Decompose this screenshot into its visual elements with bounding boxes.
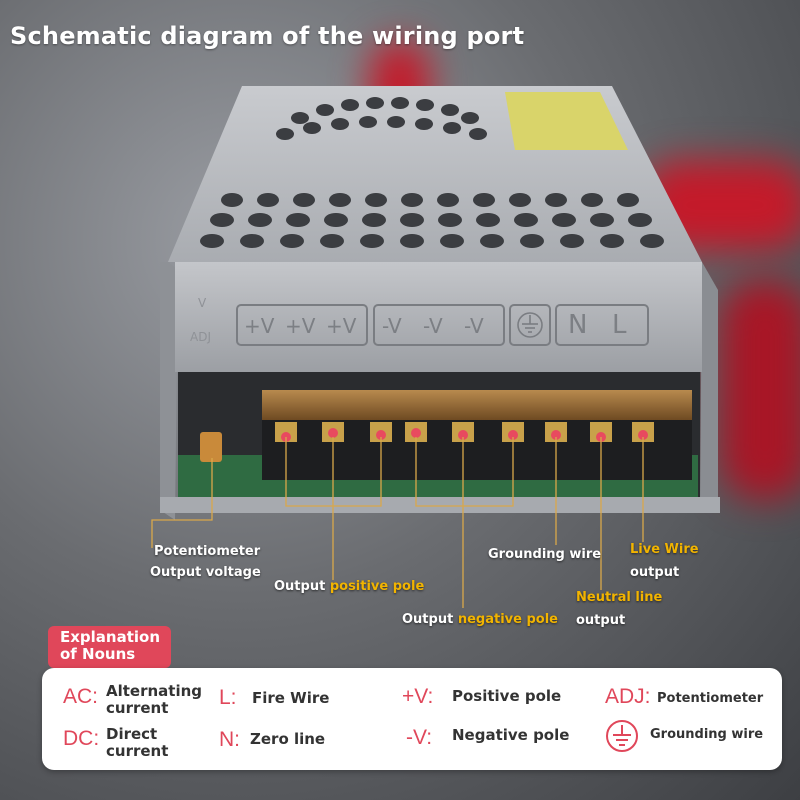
term-def-l: Fire Wire bbox=[252, 689, 330, 707]
callout-negative-pole: Output negative pole bbox=[402, 612, 558, 627]
def-line: current bbox=[106, 699, 169, 717]
term-def-ground: Grounding wire bbox=[650, 727, 764, 742]
callout-neutral-line: Neutral line bbox=[576, 590, 663, 605]
term-abbr-n: N: bbox=[219, 728, 240, 751]
term-abbr-positive: +V: bbox=[402, 685, 434, 708]
fan-grille bbox=[276, 97, 487, 140]
term-abbr-adj: ADJ: bbox=[605, 685, 651, 708]
term-def-ac: Alternating current bbox=[106, 683, 202, 717]
callout-positive-pole: Output positive pole bbox=[274, 579, 424, 594]
terminal-mark: -V bbox=[382, 314, 402, 338]
callout-live-output: output bbox=[630, 565, 680, 580]
terminal-mark-l: L bbox=[612, 310, 627, 340]
terminal-mark-n: N bbox=[568, 310, 588, 340]
callout-grounding-wire: Grounding wire bbox=[488, 547, 602, 562]
terminal-mark: +V bbox=[285, 314, 316, 338]
term-def-negative: Negative pole bbox=[452, 726, 570, 744]
term-def-positive: Positive pole bbox=[452, 687, 562, 705]
badge-line: Explanation bbox=[60, 628, 161, 646]
callout-live-wire: Live Wire bbox=[630, 542, 699, 557]
ground-marking-box bbox=[509, 304, 551, 346]
left-side bbox=[160, 262, 178, 520]
def-line: Alternating bbox=[106, 682, 203, 700]
page-title: Schematic diagram of the wiring port bbox=[10, 22, 525, 50]
term-abbr-l: L: bbox=[219, 686, 237, 709]
terminal-mark: +V bbox=[244, 314, 275, 338]
vent-holes bbox=[200, 193, 664, 248]
callout-neutral-output: output bbox=[576, 613, 626, 628]
callout-highlight: positive pole bbox=[329, 579, 425, 594]
explanation-badge: Explanation of Nouns bbox=[48, 626, 171, 668]
ac-marking-box bbox=[555, 304, 649, 346]
adj-label: ADJ bbox=[190, 330, 211, 344]
callout-highlight: negative pole bbox=[457, 612, 558, 627]
v-label: V bbox=[198, 296, 207, 310]
badge-line: of Nouns bbox=[60, 645, 136, 663]
callout-lines bbox=[151, 437, 644, 608]
terminal-mark: -V bbox=[464, 314, 484, 338]
def-line: Direct bbox=[106, 725, 158, 743]
potentiometer bbox=[200, 432, 222, 462]
positive-marking-box bbox=[236, 304, 368, 346]
term-abbr-negative: -V: bbox=[406, 726, 433, 749]
terminal-mark: +V bbox=[326, 314, 357, 338]
right-side bbox=[700, 262, 718, 512]
terminal-mark: -V bbox=[423, 314, 443, 338]
term-def-n: Zero line bbox=[250, 730, 326, 748]
base-plate bbox=[160, 497, 720, 513]
negative-marking-box bbox=[373, 304, 505, 346]
callout-output-voltage: Output voltage bbox=[150, 565, 261, 580]
term-abbr-ac: AC: bbox=[63, 685, 99, 708]
ground-icon bbox=[606, 720, 638, 752]
front-face bbox=[175, 262, 702, 372]
term-def-dc: Direct current bbox=[106, 726, 168, 760]
def-line: current bbox=[106, 742, 169, 760]
callout-prefix: Output bbox=[402, 612, 458, 627]
warning-sticker bbox=[505, 92, 628, 150]
explanation-panel: AC: Alternating current DC: Direct curre… bbox=[42, 668, 782, 770]
term-abbr-dc: DC: bbox=[63, 727, 100, 750]
term-def-adj: Potentiometer bbox=[657, 691, 764, 706]
background-red-shape bbox=[720, 280, 800, 500]
callout-prefix: Output bbox=[274, 579, 330, 594]
ground-icon bbox=[517, 312, 543, 338]
callout-potentiometer: Potentiometer bbox=[154, 544, 261, 559]
terminal-cover bbox=[262, 390, 692, 420]
